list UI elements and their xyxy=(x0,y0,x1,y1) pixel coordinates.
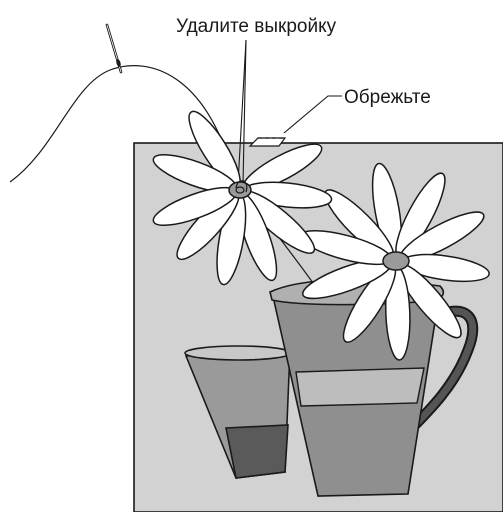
needle-icon xyxy=(107,25,122,72)
remove-pattern-label: Удалите выкройку xyxy=(176,16,337,37)
trim-pointer xyxy=(284,96,342,133)
paper-pattern-piece xyxy=(250,138,285,146)
trim-label: Обрежьте xyxy=(344,87,431,108)
